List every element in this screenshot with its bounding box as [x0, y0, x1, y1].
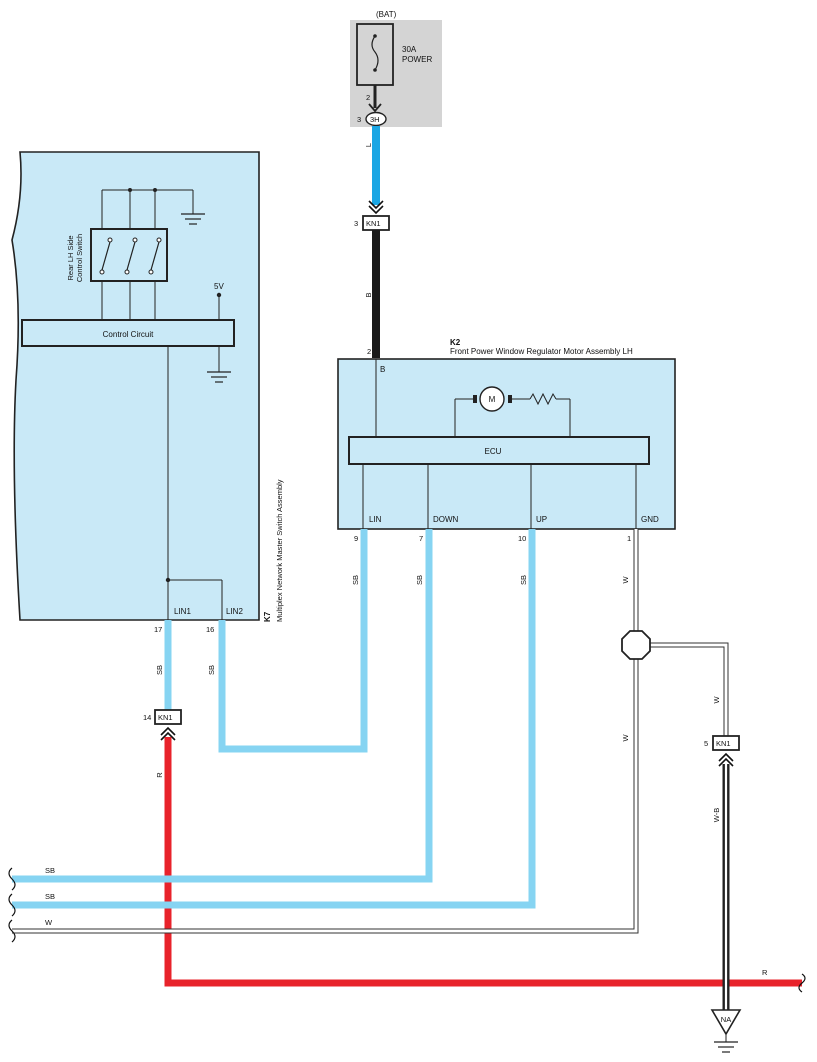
wire-w-left — [12, 658, 639, 934]
fuse-block: (BAT) 30A POWER 2 3H 3 — [350, 10, 442, 127]
pin-up-label: UP — [536, 515, 547, 524]
pin-gnd-label: GND — [641, 515, 659, 524]
motor-assembly-name: Front Power Window Regulator Motor Assem… — [450, 347, 633, 356]
switch-label-line1: Rear LH Side — [66, 235, 75, 280]
wire-r-label: R — [155, 772, 164, 778]
connector-kn1-right — [712, 735, 740, 751]
connector-3h — [365, 111, 387, 127]
wire-r-right-label: R — [762, 968, 768, 977]
connector-kn1-left-label: KN1 — [158, 713, 173, 722]
master-switch-assembly: Rear LH Side Control Switch 5V Control C… — [11, 151, 284, 622]
wire-w-right — [650, 642, 729, 736]
connector-3h-label: 3H — [370, 115, 380, 124]
ground-icon — [207, 371, 231, 383]
motor-assembly: K2 Front Power Window Regulator Motor As… — [337, 338, 676, 530]
wire-sb-up — [12, 529, 536, 909]
wire-sb-down-label: SB — [415, 575, 424, 585]
wire-w-right-label: W — [712, 696, 721, 704]
junction-connector-icon — [621, 630, 651, 660]
motor-assembly-code: K2 — [450, 338, 461, 347]
wire-r — [164, 737, 802, 987]
connector-kn1-right-label: KN1 — [716, 739, 731, 748]
fuse-pin-number: 2 — [366, 93, 370, 102]
fuse-icon — [371, 35, 379, 71]
wire-break-icon — [8, 919, 16, 943]
pin-down-label: DOWN — [433, 515, 459, 524]
fuse-source-label: (BAT) — [376, 10, 397, 19]
connector-3h-pin: 3 — [357, 115, 361, 124]
ground-icon — [714, 1041, 738, 1053]
connector-kn1-left — [154, 709, 182, 725]
pin-lin2-label: LIN2 — [226, 607, 243, 616]
switch-label-line2: Control Switch — [75, 234, 84, 282]
control-circuit-label: Control Circuit — [103, 330, 154, 339]
connector-kn1-right-pin: 5 — [704, 739, 708, 748]
wire-sb-up-label: SB — [519, 575, 528, 585]
switch-contacts-icon — [99, 237, 162, 275]
wire-sb-lin1-label: SB — [155, 665, 164, 675]
fuse-name: POWER — [402, 55, 432, 64]
connector-arrow-icon — [160, 726, 176, 741]
wire-break-icon — [798, 973, 806, 993]
pin-down-number: 7 — [419, 534, 423, 543]
pin-lin1-label: LIN1 — [174, 607, 191, 616]
fuse-terminal-icon — [373, 68, 377, 72]
pin-gnd-number: 1 — [627, 534, 631, 543]
wire-sb-down — [12, 529, 433, 883]
wire-w-b-label: W-B — [712, 808, 721, 822]
master-switch-body — [11, 151, 260, 621]
connector-kn1-top-pin: 3 — [354, 219, 358, 228]
motor-brush-icon — [473, 395, 477, 403]
wire-w-down-label: W — [621, 734, 630, 742]
wire-w-gnd-label: W — [621, 576, 630, 584]
pin-up-number: 10 — [518, 534, 526, 543]
pin-b-label: B — [380, 365, 385, 374]
wire-sb-left2-label: SB — [45, 892, 55, 901]
fuse-output-arrow-icon — [368, 103, 382, 113]
connector-arrow-icon — [718, 752, 734, 767]
fuse-rating: 30A — [402, 45, 417, 54]
motor-icon — [479, 386, 505, 412]
pin-lin1-number: 17 — [154, 625, 162, 634]
connector-arrow-icon — [368, 200, 384, 215]
wire-sb-lin-label: SB — [351, 575, 360, 585]
wire-sb-left1-label: SB — [45, 866, 55, 875]
master-switch-code: K7 — [263, 611, 272, 622]
ground-point-label: NA — [721, 1015, 731, 1024]
ground-icon — [181, 213, 205, 225]
ecu-block — [348, 436, 650, 465]
wire-w-left-label: W — [45, 918, 53, 927]
fuse-panel-background — [350, 20, 442, 127]
master-switch-name: Multiplex Network Master Switch Assembly — [275, 479, 284, 622]
pin-lin2-number: 16 — [206, 625, 214, 634]
wire-sb-lin2-label: SB — [207, 665, 216, 675]
resistor-icon — [529, 392, 557, 406]
control-circuit — [21, 319, 235, 347]
wire-break-icon — [8, 867, 16, 891]
wire-break-icon — [8, 893, 16, 917]
motor-brush-icon — [508, 395, 512, 403]
ecu-label: ECU — [485, 447, 502, 456]
pin-lin-number: 9 — [354, 534, 358, 543]
supply-5v-label: 5V — [214, 282, 224, 291]
wire-l-label: L — [364, 143, 373, 147]
connector-kn1-top-label: KN1 — [366, 219, 381, 228]
wire-b-label: B — [364, 292, 373, 297]
connector-kn1-left-pin: 14 — [143, 713, 151, 722]
ground-point-na — [710, 1009, 742, 1036]
wire-sb-lin2-to-lin — [218, 529, 368, 753]
pin-lin-label: LIN — [369, 515, 382, 524]
fuse-terminal-icon — [373, 34, 377, 38]
motor-label: M — [489, 395, 496, 404]
pin-b-number: 2 — [367, 347, 371, 356]
